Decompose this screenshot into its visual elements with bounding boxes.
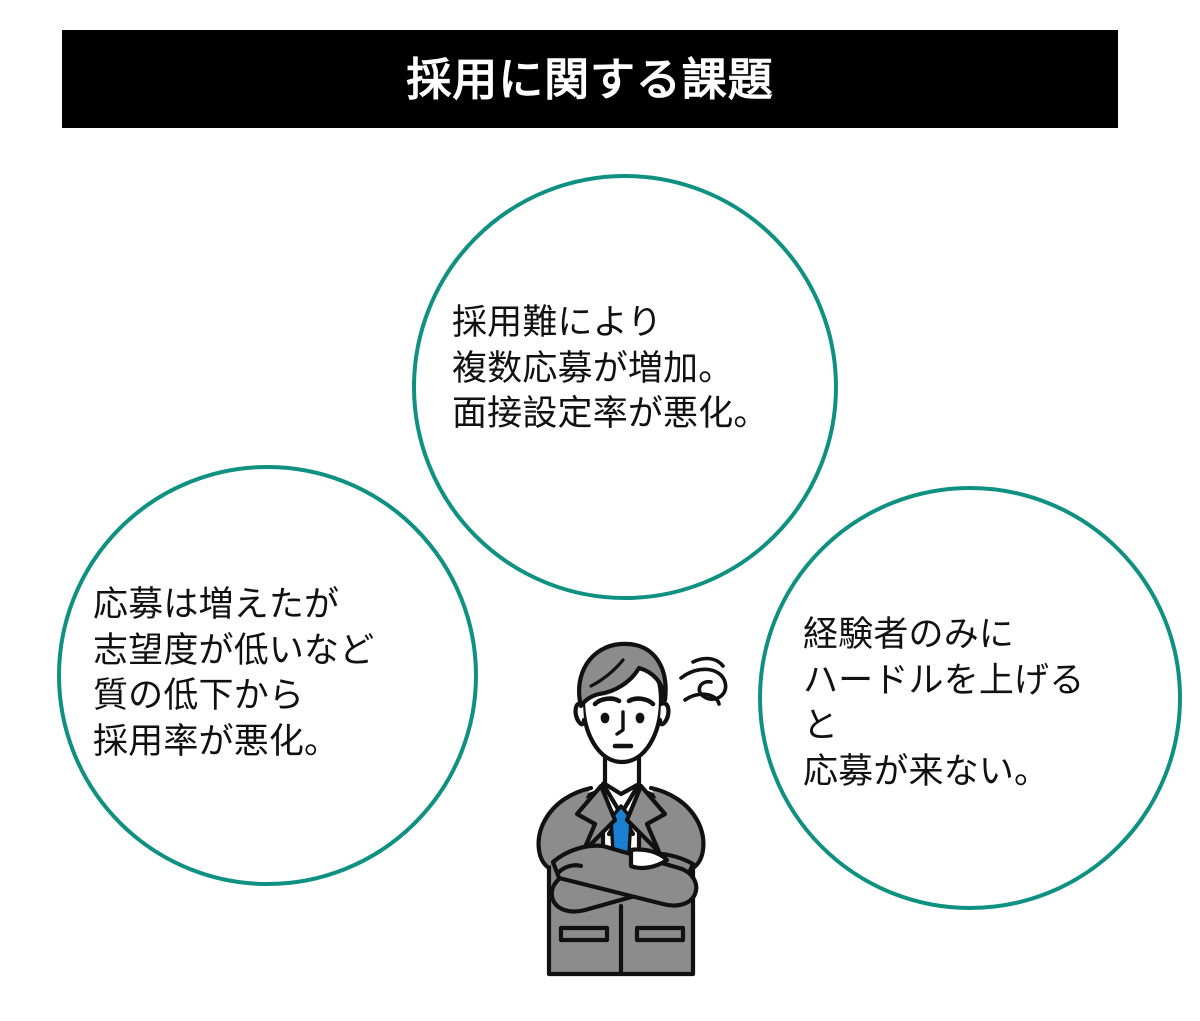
page-title: 採用に関する課題: [406, 53, 774, 105]
circle-right: [758, 486, 1182, 910]
hair-strand: [589, 658, 625, 688]
suit-left-lapel: [574, 783, 618, 855]
circle-left-label: 応募は増えたが 志望度が低いなど 質の低下から 採用率が悪化。: [93, 585, 375, 761]
left-eye: [600, 712, 610, 724]
businessman-svg: [536, 641, 728, 977]
left-pocket: [558, 925, 610, 943]
sweat-swirl-mark: [679, 656, 728, 706]
left-hand-thumb: [556, 863, 584, 875]
title-banner: 採用に関する課題: [62, 30, 1118, 128]
circle-left: [57, 465, 478, 886]
left-arm-sleeve: [550, 843, 699, 908]
suit-right-lapel: [624, 783, 668, 855]
right-ear: [657, 701, 671, 727]
circle-top: [412, 174, 838, 600]
right-eye: [635, 712, 645, 724]
right-eyebrow: [626, 696, 656, 707]
suit-right-shoulder: [648, 785, 706, 871]
right-pocket: [634, 925, 686, 943]
right-hand: [628, 847, 670, 871]
hair: [577, 641, 668, 709]
left-ear: [573, 701, 587, 727]
nose: [615, 710, 625, 736]
circle-top-label: 採用難により 複数応募が増加。 面接設定率が悪化。: [452, 303, 769, 433]
worried-businessman-illustration: [503, 638, 753, 986]
left-eyebrow: [592, 696, 622, 707]
circle-right-label: 経験者のみに ハードルを上げる と 応募が来ない。: [803, 615, 1085, 791]
suit-left-shoulder: [536, 785, 594, 871]
